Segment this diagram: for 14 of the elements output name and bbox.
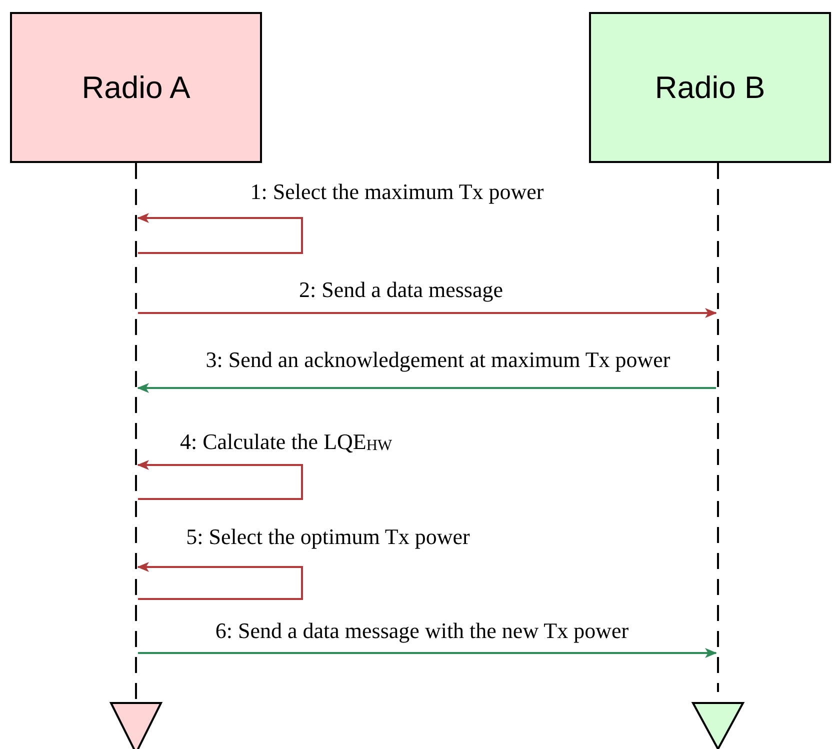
self-message-arrow xyxy=(137,460,303,500)
message-arrow xyxy=(138,308,717,318)
lifeline-head-box xyxy=(589,12,831,163)
lifeline-head-box xyxy=(10,12,262,163)
message-arrow xyxy=(138,648,717,658)
participant-name: Radio B xyxy=(654,70,766,106)
participant-name: Radio A xyxy=(82,70,190,106)
lifeline xyxy=(134,163,138,702)
self-message-arrow xyxy=(137,562,303,600)
lifeline xyxy=(716,163,720,692)
lifeline-end-triangle xyxy=(692,702,744,748)
self-message-arrow xyxy=(137,213,303,254)
lifeline-end-triangle xyxy=(110,702,162,749)
message-arrow xyxy=(137,383,716,393)
